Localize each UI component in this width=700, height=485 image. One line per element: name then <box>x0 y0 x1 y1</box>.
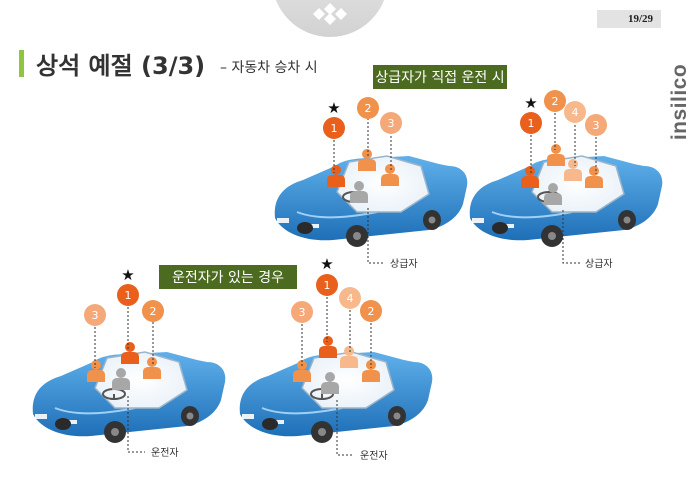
svg-text:3: 3 <box>593 119 600 132</box>
svg-text:3: 3 <box>299 306 306 319</box>
svg-text:1: 1 <box>324 279 331 292</box>
svg-text:3: 3 <box>92 309 99 322</box>
callout-driver: 운전자 <box>151 447 179 459</box>
page-subtitle: – 자동차 승차 시 <box>220 60 318 76</box>
callout-driver: 운전자 <box>360 450 388 462</box>
star-icon: ★ <box>320 255 333 273</box>
callout-superior: 상급자 <box>390 258 418 270</box>
pinwheel-logo-icon <box>313 3 347 25</box>
svg-text:2: 2 <box>365 102 372 115</box>
svg-text:3: 3 <box>388 117 395 130</box>
svg-text:4: 4 <box>347 292 354 305</box>
page-title: 상석 예절 (3/3) <box>36 52 206 80</box>
scenario-tag-self-drive: 상급자가 직접 운전 시 <box>373 65 507 89</box>
title-accent-bar <box>19 50 24 77</box>
svg-text:1: 1 <box>331 122 338 135</box>
star-icon: ★ <box>121 266 134 284</box>
svg-text:4: 4 <box>572 106 579 119</box>
scenario-tag-with-driver: 운전자가 있는 경우 <box>159 265 297 289</box>
svg-text:2: 2 <box>368 305 375 318</box>
svg-text:2: 2 <box>150 305 157 318</box>
star-icon: ★ <box>327 99 340 117</box>
car-with-driver-4: ★ 1 4 2 3 운전자 <box>238 255 434 462</box>
page-number: 19/29 <box>597 10 661 28</box>
car-self-drive-3: ★ 1 2 3 상급자 <box>273 97 469 270</box>
callout-superior: 상급자 <box>585 258 613 270</box>
car-self-drive-4: ★ 1 2 4 3 상급자 <box>468 90 664 270</box>
svg-text:1: 1 <box>125 289 132 302</box>
svg-text:1: 1 <box>528 117 535 130</box>
star-icon: ★ <box>524 94 537 112</box>
car-with-driver-3: ★ 1 2 3 운전자 <box>31 266 227 459</box>
svg-text:2: 2 <box>552 95 559 108</box>
